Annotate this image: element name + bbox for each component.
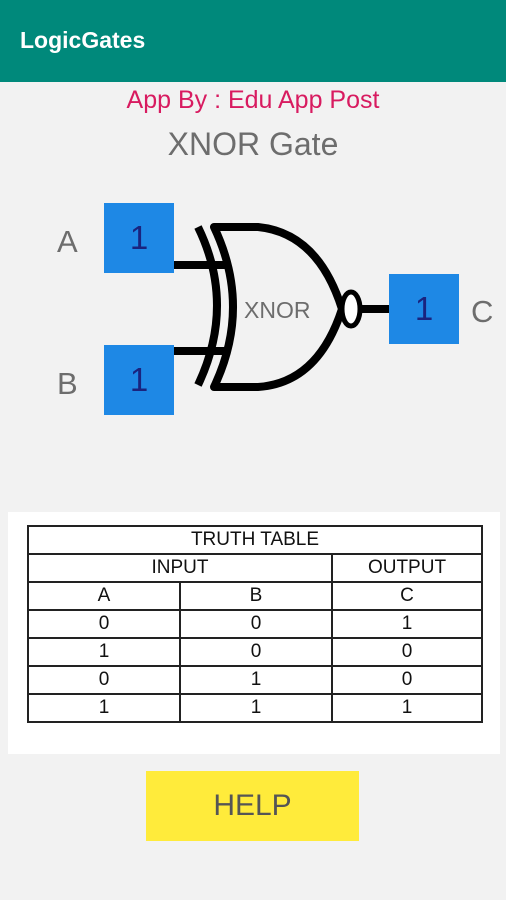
truth-table-title: TRUTH TABLE: [27, 525, 483, 555]
input-b-label: B: [57, 366, 78, 401]
table-row: 1 0 0: [27, 637, 483, 667]
table-cell: 1: [179, 665, 333, 695]
output-c-display: 1: [389, 274, 459, 344]
table-cell: 0: [27, 665, 181, 695]
column-header-row: A B C: [27, 581, 483, 611]
column-header-a: A: [27, 581, 181, 611]
table-cell: 1: [331, 693, 483, 723]
table-cell: 1: [179, 693, 333, 723]
app-bar: LogicGates: [0, 0, 506, 82]
app-title: LogicGates: [20, 27, 146, 53]
table-row: 1 1 1: [27, 693, 483, 723]
help-button[interactable]: HELP: [146, 771, 359, 841]
input-a-toggle[interactable]: 1: [104, 203, 174, 273]
table-row: 0 1 0: [27, 665, 483, 695]
table-cell: 0: [331, 665, 483, 695]
table-cell: 0: [179, 609, 333, 639]
table-row: 0 0 1: [27, 609, 483, 639]
credit-text: App By : Edu App Post: [126, 86, 380, 114]
table-cell: 1: [331, 609, 483, 639]
truth-table: TRUTH TABLE INPUT OUTPUT A B C 0 0 1 1 0…: [27, 525, 483, 723]
input-a-label: A: [57, 224, 78, 259]
truth-table-panel: TRUTH TABLE INPUT OUTPUT A B C 0 0 1 1 0…: [8, 512, 500, 754]
table-cell: 0: [331, 637, 483, 667]
gate-symbol-label: XNOR: [244, 297, 311, 323]
column-header-c: C: [331, 581, 483, 611]
column-header-b: B: [179, 581, 333, 611]
gate-title: XNOR Gate: [167, 126, 339, 162]
table-cell: 1: [27, 637, 181, 667]
output-c-label: C: [471, 294, 494, 329]
table-cell: 0: [179, 637, 333, 667]
input-header: INPUT: [27, 553, 333, 583]
output-header: OUTPUT: [331, 553, 483, 583]
xnor-gate-symbol: [174, 223, 390, 391]
input-b-toggle[interactable]: 1: [104, 345, 174, 415]
table-cell: 1: [27, 693, 181, 723]
table-cell: 0: [27, 609, 181, 639]
